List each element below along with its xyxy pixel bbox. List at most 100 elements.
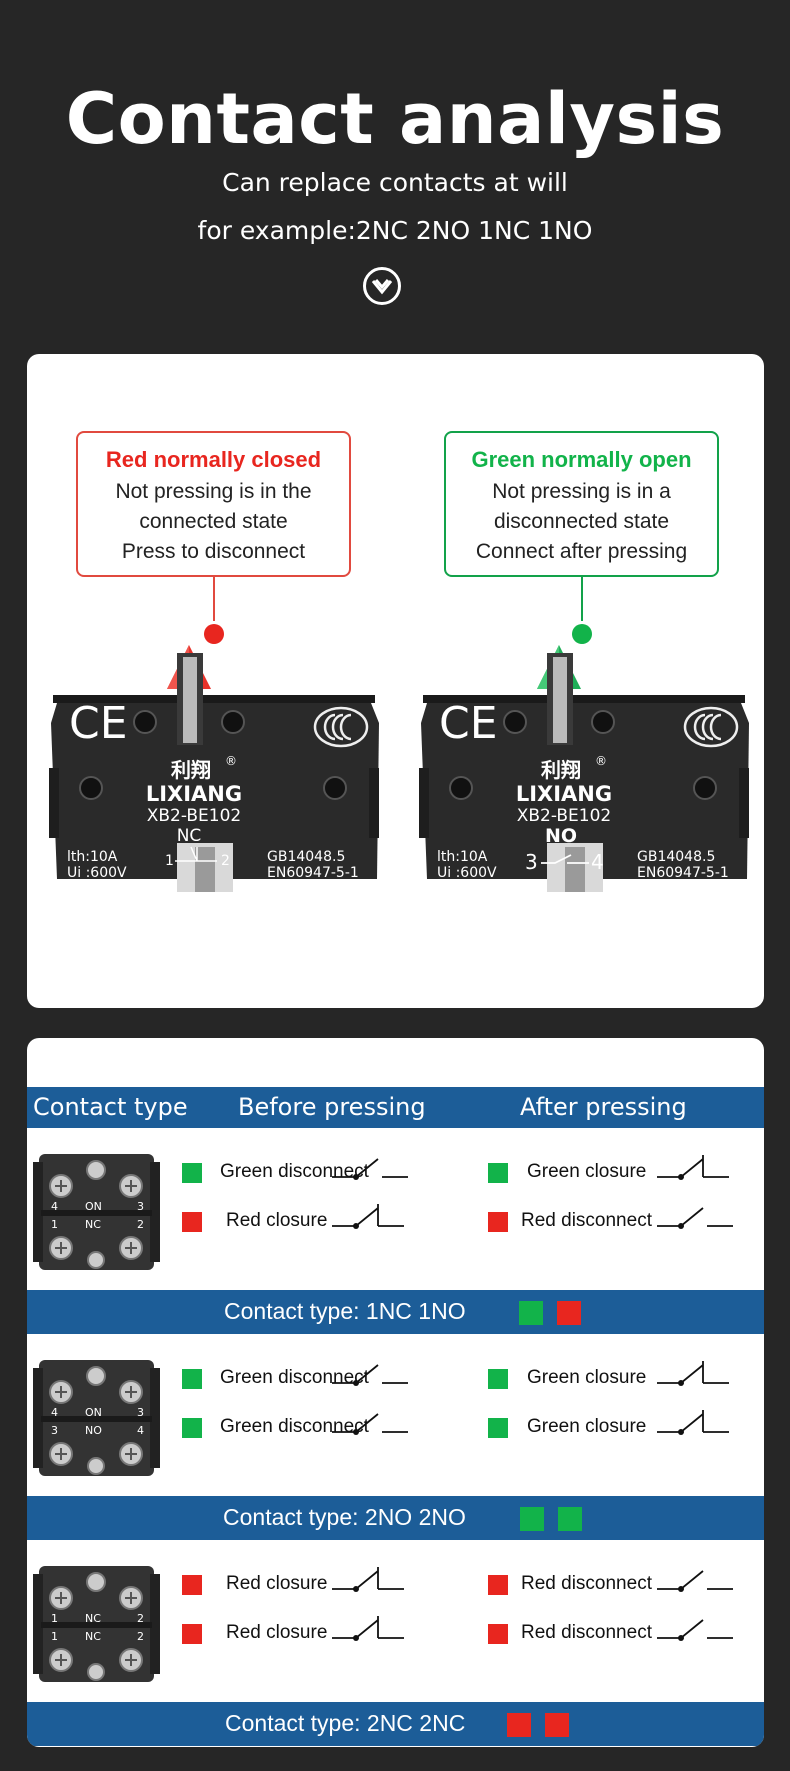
contact-state-label: Green disconnect (220, 1416, 369, 1437)
red-swatch (488, 1212, 508, 1232)
green-swatch (519, 1301, 543, 1325)
contact-state-label: Red disconnect (521, 1622, 652, 1643)
ce-mark: CE (439, 698, 498, 749)
standard-label: GB14048.5 (267, 849, 345, 865)
green-swatch (182, 1163, 202, 1183)
terminal-label: 4 (51, 1200, 58, 1213)
contact-state-label: Green closure (527, 1416, 647, 1437)
header-contact-type: Contact type (33, 1093, 188, 1121)
green-callout-line: Not pressing is in a (492, 480, 671, 503)
green-swatch (520, 1507, 544, 1531)
standard-label: EN60947-5-1 (267, 865, 359, 881)
red-swatch (182, 1575, 202, 1595)
green-connector-line (581, 577, 583, 621)
header-before-pressing: Before pressing (238, 1093, 426, 1121)
red-swatch (557, 1301, 581, 1325)
terminal-label: 4 (51, 1406, 58, 1419)
brand-label: LIXIANG (146, 782, 242, 806)
current-rating: lth:10A (437, 849, 488, 865)
open-switch-symbol-icon (657, 1207, 733, 1229)
contact-state-label: Green closure (527, 1367, 647, 1388)
red-swatch (545, 1713, 569, 1737)
open-switch-symbol-icon (657, 1570, 733, 1592)
contact-type-band: Contact type: 2NC 2NC (27, 1702, 764, 1746)
terminal-left-label: 1 (165, 853, 174, 869)
voltage-rating: Ui :600V (437, 865, 497, 881)
terminal-label: NO (85, 1424, 102, 1437)
red-callout-line: connected state (139, 510, 288, 533)
header-after-pressing: After pressing (520, 1093, 687, 1121)
contact-state-label: Red closure (226, 1622, 328, 1643)
closed-switch-symbol-icon (657, 1361, 729, 1386)
open-switch-symbol-icon (332, 1364, 408, 1386)
open-switch-symbol-icon (332, 1158, 408, 1180)
closed-switch-symbol-icon (657, 1155, 729, 1180)
contact-type-band-label: Contact type: 1NC 1NO (224, 1298, 466, 1324)
terminal-label: NC (85, 1630, 101, 1643)
red-connector-dot (204, 624, 224, 644)
terminal-label: 2 (137, 1218, 144, 1231)
green-swatch (488, 1369, 508, 1389)
terminal-right-label: 4 (591, 850, 604, 874)
red-callout-line: Not pressing is in the (115, 480, 312, 503)
terminal-label: 1 (51, 1630, 58, 1643)
brand-cn-label: 利翔 (171, 758, 211, 782)
model-label: XB2-BE102 (517, 806, 612, 826)
contact-state-label: Green closure (527, 1161, 647, 1182)
red-swatch (182, 1212, 202, 1232)
green-connector-dot (572, 624, 592, 644)
terminal-label: 2 (137, 1612, 144, 1625)
green-swatch (488, 1163, 508, 1183)
terminal-label: NC (85, 1612, 101, 1625)
contact-state-label: Red closure (226, 1210, 328, 1231)
contact-type-table: Contact type Before pressing After press… (27, 1038, 764, 1747)
contact-state-label: Red disconnect (521, 1573, 652, 1594)
contact-type-band: Contact type: 2NO 2NO (27, 1496, 764, 1540)
page-subtitle: Can replace contacts at will (222, 168, 568, 197)
closed-switch-symbol-icon (332, 1204, 404, 1229)
brand-cn-label: 利翔 (541, 758, 581, 782)
ce-mark: CE (69, 698, 128, 749)
terminal-left-label: 3 (525, 850, 538, 874)
terminal-label: NC (85, 1218, 101, 1231)
terminal-label: 3 (51, 1424, 58, 1437)
green-swatch (182, 1418, 202, 1438)
terminal-right-label: 2 (221, 853, 230, 869)
red-swatch (488, 1624, 508, 1644)
registered-mark: ® (225, 754, 237, 768)
red-callout: Red normally closed Not pressing is in t… (76, 431, 351, 577)
chevron-down-circle-icon (363, 267, 401, 305)
red-callout-line: Press to disconnect (121, 540, 306, 563)
terminal-label: 1 (51, 1218, 58, 1231)
table-header: Contact type Before pressing After press… (27, 1087, 764, 1128)
red-swatch (507, 1713, 531, 1737)
registered-mark: ® (595, 754, 607, 768)
green-callout-line: disconnected state (493, 510, 670, 533)
closed-switch-symbol-icon (332, 1567, 404, 1592)
standard-label: GB14048.5 (637, 849, 715, 865)
contact-type-band-label: Contact type: 2NC 2NC (225, 1710, 466, 1736)
contact-type-band-label: Contact type: 2NO 2NO (223, 1504, 466, 1530)
contact-state-label: Green disconnect (220, 1161, 369, 1182)
nc-contact-module-image: CE 利翔 ® LIXIANG XB2-BE102 NC 1 2 lth:10A… (49, 645, 379, 892)
green-swatch (182, 1369, 202, 1389)
green-callout-line: Connect after pressing (475, 540, 688, 563)
terminal-label: ON (85, 1406, 102, 1419)
terminal-label: 3 (137, 1200, 144, 1213)
contact-illustration-card: Red normally closed Not pressing is in t… (27, 354, 764, 1008)
contact-type-label: NC (177, 826, 202, 846)
no-contact-module-image: CE 利翔 ® LIXIANG XB2-BE102 NO 3 4 lth:10A… (419, 645, 749, 892)
red-connector-line (213, 577, 215, 621)
contact-type-band: Contact type: 1NC 1NO (27, 1290, 764, 1334)
closed-switch-symbol-icon (657, 1410, 729, 1435)
page-subtitle-example: for example:2NC 2NO 1NC 1NO (197, 216, 593, 245)
closed-switch-symbol-icon (332, 1616, 404, 1641)
page-title: Contact analysis (65, 78, 725, 160)
open-switch-symbol-icon (332, 1413, 408, 1435)
